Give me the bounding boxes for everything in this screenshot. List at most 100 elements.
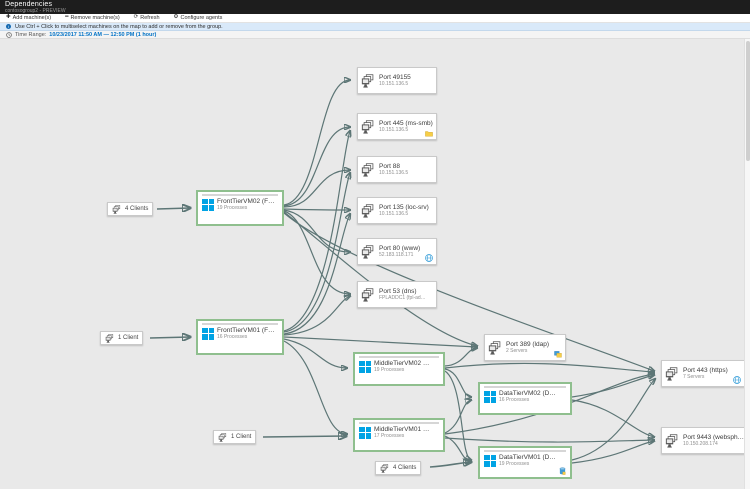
time-range-value[interactable]: 10/23/2017 11:50 AM — 12:50 PM (1 hour) (49, 31, 157, 38)
edge-fronttiervm02-port443[interactable] (283, 212, 654, 371)
edge-fronttiervm01-port53[interactable] (283, 296, 350, 336)
refresh-label: Refresh (140, 15, 160, 21)
gear-icon: ⚙ (173, 14, 179, 21)
time-range-label: Time Range: (15, 31, 47, 38)
port-subtitle: 10.151.136.5 (379, 81, 409, 87)
edge-fronttiervm02-port135[interactable] (283, 209, 350, 210)
port-node-53[interactable]: Port 53 (dns) FPLADDC1 (fpl-ad… (357, 281, 437, 308)
add-machines-label: Add machine(s) (12, 15, 52, 21)
client-group-label: 4 Clients (125, 206, 149, 212)
machine-node-fronttiervm02[interactable]: FrontTierVM02 (F… 19 Processes (196, 190, 284, 226)
machine-subtitle: 16 Processes (499, 397, 530, 403)
client-group-node[interactable]: 1 Client (213, 430, 257, 444)
machine-node-fronttiervm01[interactable]: FrontTierVM01 (F… 16 Processes (196, 319, 284, 355)
edge-fronttiervm01-middletiervm02[interactable] (283, 338, 347, 368)
database-icon (559, 467, 566, 475)
edge-middletiervm01-port9443[interactable] (444, 438, 654, 442)
edge-datatiervm01-port443[interactable] (571, 379, 655, 461)
port-title: Port 443 (https) (683, 367, 728, 374)
edge-fronttiervm01-port135[interactable] (283, 214, 350, 335)
machine-subtitle: 19 Processes (217, 205, 248, 211)
page-subtitle: contosogroup2 - PREVIEW (5, 8, 66, 14)
client-group-node[interactable]: 1 Client (100, 331, 144, 345)
port-icon (361, 287, 376, 302)
edge-fronttiervm01-middletiervm01[interactable] (283, 340, 347, 434)
page-header: Dependencies contosogroup2 - PREVIEW (0, 0, 750, 14)
machine-node-datatiervm02[interactable]: DataTierVM02 (D… 16 Processes (478, 382, 572, 415)
client-group-node[interactable]: 4 Clients (375, 461, 422, 475)
port-title: Port 80 (www) (379, 245, 421, 252)
port-node-389[interactable]: Port 389 (ldap) 2 Servers (484, 334, 566, 361)
edge-fronttiervm02-port445[interactable] (283, 127, 350, 207)
edge-fronttiervm01-port88[interactable] (283, 173, 350, 333)
port-title: Port 389 (ldap) (506, 341, 549, 348)
port-subtitle: 2 Servers (506, 348, 528, 354)
edge-fronttiervm01-port445[interactable] (283, 131, 350, 332)
port-title: Port 135 (loc-srv) (379, 204, 429, 211)
port-title: Port 9443 (websph… (683, 434, 745, 441)
edge-client1b-middletiervm01[interactable] (262, 436, 346, 437)
edge-clients4bottom-datatiervm01[interactable] (429, 462, 471, 468)
port-node-9443[interactable]: Port 9443 (websph… 10.150.208.174 (661, 427, 745, 454)
edge-datatiervm02-port9443[interactable] (571, 399, 654, 437)
configure-agents-button[interactable]: ⚙ Configure agents (174, 15, 223, 21)
remove-machines-label: Remove machine(s) (70, 15, 120, 21)
port-node-443[interactable]: Port 443 (https) 7 Servers (661, 360, 745, 387)
port-icon (361, 119, 376, 134)
windows-logo-icon (202, 327, 214, 340)
edge-fronttiervm01-port389[interactable] (283, 336, 477, 347)
port-icon (488, 340, 503, 355)
port-node-49155[interactable]: Port 49155 10.151.136.5 (357, 67, 437, 94)
scrollbar-thumb[interactable] (746, 41, 750, 161)
edge-clients4top-fronttiervm02[interactable] (156, 208, 190, 209)
windows-logo-icon (359, 426, 371, 439)
machine-subtitle: 19 Processes (374, 367, 405, 373)
minus-icon: ━ (65, 14, 69, 21)
globe-icon (733, 376, 741, 384)
info-message: Use Ctrl + Click to multiselect machines… (15, 23, 223, 30)
toolbar: ✚ Add machine(s) ━ Remove machine(s) ⟳ R… (0, 14, 750, 23)
machine-grip (202, 323, 278, 325)
add-machines-button[interactable]: ✚ Add machine(s) (6, 15, 51, 21)
page-title: Dependencies (5, 1, 53, 8)
edge-middletiervm01-datatiervm02[interactable] (444, 400, 471, 434)
machine-node-middletiervm01[interactable]: MiddleTierVM01 … 17 Processes (353, 418, 445, 452)
edge-fronttiervm02-port80[interactable] (283, 209, 350, 252)
port-node-135[interactable]: Port 135 (loc-srv) 10.151.136.5 (357, 197, 437, 224)
edge-client1-fronttiervm01[interactable] (149, 337, 190, 338)
port-node-88[interactable]: Port 88 10.151.136.5 (357, 156, 437, 183)
edge-middletiervm02-datatiervm02[interactable] (444, 368, 471, 397)
port-icon (361, 162, 376, 177)
edge-fronttiervm02-port53[interactable] (283, 210, 350, 294)
remove-machines-button[interactable]: ━ Remove machine(s) (65, 15, 120, 21)
port-icon (665, 433, 680, 448)
port-node-445[interactable]: Port 445 (ms-smb) 10.151.136.5 (357, 113, 437, 140)
globe-icon (425, 254, 433, 262)
client-group-label: 1 Client (231, 434, 252, 440)
refresh-button[interactable]: ⟳ Refresh (134, 15, 160, 21)
edge-datatiervm01-port9443[interactable] (571, 441, 654, 464)
edge-middletiervm02-port389[interactable] (444, 348, 477, 367)
edge-fronttiervm02-port389[interactable] (283, 211, 477, 346)
client-group-label: 1 Client (118, 335, 139, 341)
servers-icon (554, 351, 562, 358)
machine-node-middletiervm02[interactable]: MiddleTierVM02 … 19 Processes (353, 352, 445, 386)
edge-fronttiervm02-port49155[interactable] (283, 80, 350, 206)
port-subtitle: FPLADDC1 (fpl-ad… (379, 295, 426, 301)
machine-title: DataTierVM01 (D… (499, 454, 556, 461)
edge-fronttiervm02-port88[interactable] (283, 170, 350, 208)
edge-datatiervm02-port443[interactable] (571, 375, 654, 398)
edge-middletiervm02-port443[interactable] (444, 362, 654, 372)
edge-middletiervm02-datatiervm01[interactable] (444, 370, 471, 460)
vertical-scrollbar[interactable] (744, 39, 750, 489)
port-title: Port 53 (dns) (379, 288, 417, 295)
machine-grip (359, 422, 439, 424)
machine-node-datatiervm01[interactable]: DataTierVM01 (D… 19 Processes (478, 446, 572, 479)
port-subtitle: 10.151.136.5 (379, 127, 409, 133)
windows-logo-icon (202, 198, 214, 211)
port-node-80[interactable]: Port 80 (www) 52.183.118.171 (357, 238, 437, 265)
clock-icon (6, 31, 12, 38)
client-group-node[interactable]: 4 Clients (107, 202, 154, 216)
